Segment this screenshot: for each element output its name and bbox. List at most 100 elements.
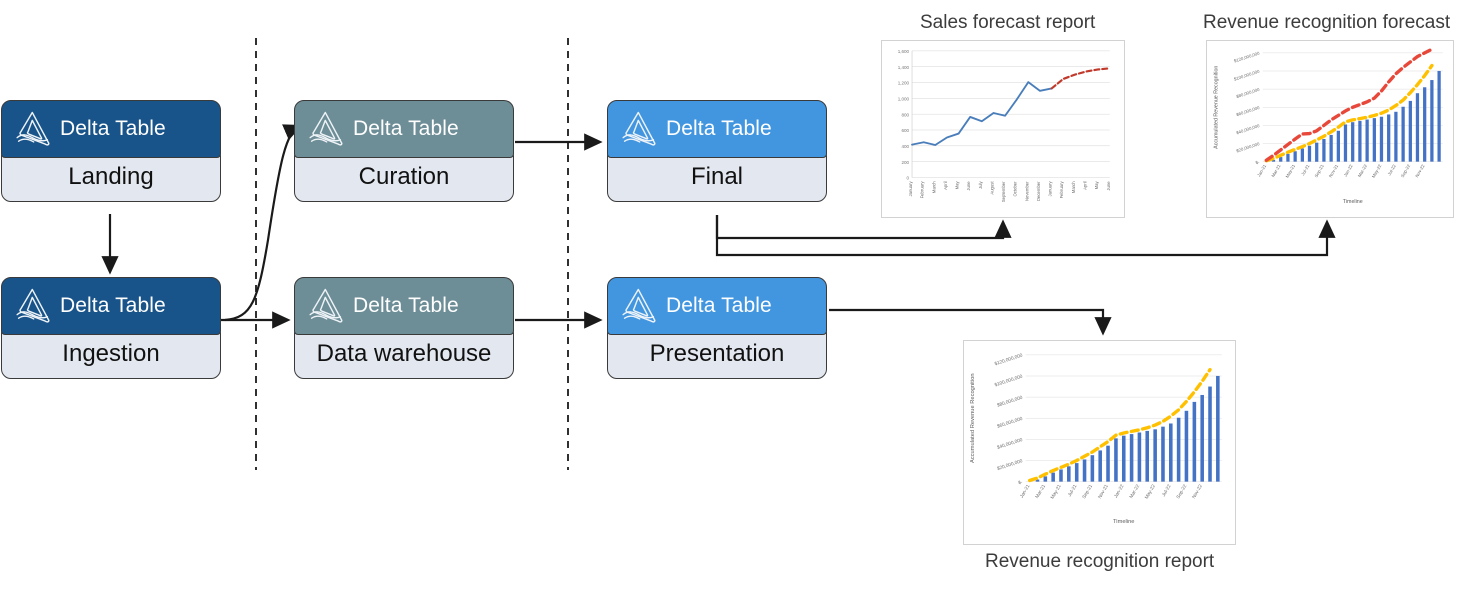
node-ingestion-body: Ingestion [1,329,221,379]
svg-text:Jul-21: Jul-21 [1300,163,1311,176]
node-final-title: Delta Table [666,117,772,140]
node-final-label: Final [690,163,744,190]
node-final[interactable]: Delta Table Final [607,100,827,202]
node-curation[interactable]: Delta Table Curation [294,100,514,202]
svg-text:Nov-22: Nov-22 [1191,483,1204,500]
svg-text:$120,000,000: $120,000,000 [1233,50,1260,63]
svg-text:Jan-22: Jan-22 [1343,163,1354,178]
svg-text:1,600: 1,600 [898,49,910,54]
node-curation-label: Curation [358,163,450,190]
revenue-forecast-plot: $-$20,000,000$40,000,000$60,000,000$80,0… [1213,47,1443,205]
svg-text:December: December [1036,181,1041,201]
node-landing-title: Delta Table [60,117,166,140]
node-landing[interactable]: Delta Table Landing [1,100,221,202]
svg-text:Nov-22: Nov-22 [1414,163,1426,178]
node-presentation-label: Presentation [649,340,785,367]
sales-forecast-title: Sales forecast report [920,12,1096,33]
revenue-report-plot: $-$20,000,000$40,000,000$60,000,000$80,0… [970,352,1222,525]
svg-text:200: 200 [902,160,910,165]
sales-forecast-plot: 02004006008001,0001,2001,4001,600January… [898,49,1111,202]
svg-text:$20,000,000: $20,000,000 [1236,141,1261,153]
svg-text:January: January [1048,181,1053,197]
svg-text:June: June [1106,181,1111,191]
node-landing-label: Landing [68,163,154,190]
node-curation-title: Delta Table [353,117,459,140]
svg-text:Sep-21: Sep-21 [1313,163,1325,178]
svg-text:Jul-21: Jul-21 [1067,483,1079,498]
node-ingestion-header: Delta Table [1,277,221,335]
node-data-warehouse-title: Delta Table [353,294,459,317]
svg-text:1,000: 1,000 [898,97,910,102]
arrow-ingestion-curation [224,124,303,322]
svg-text:600: 600 [902,128,910,133]
node-presentation[interactable]: Delta Table Presentation [607,277,827,379]
node-data-warehouse-header: Delta Table [294,277,514,335]
node-curation-header: Delta Table [294,100,514,158]
svg-text:$100,000,000: $100,000,000 [994,374,1024,389]
svg-text:August: August [990,181,995,195]
svg-text:March: March [1071,181,1076,193]
svg-text:$80,000,000: $80,000,000 [1236,87,1261,99]
node-data-warehouse[interactable]: Delta Table Data warehouse [294,277,514,379]
svg-text:400: 400 [902,144,910,149]
delta-lake-logo-icon [16,288,50,323]
svg-text:Timeline: Timeline [1113,519,1134,525]
revenue-report-title: Revenue recognition report [985,551,1215,572]
svg-text:May: May [1094,181,1099,190]
svg-text:1,200: 1,200 [898,81,910,86]
svg-text:March: March [931,181,936,193]
chart-revenue-recognition-report[interactable]: $-$20,000,000$40,000,000$60,000,000$80,0… [963,340,1236,545]
svg-text:$60,000,000: $60,000,000 [996,416,1023,430]
arrow-presentation-revenue-report [829,308,1112,336]
svg-text:November: November [1024,181,1029,201]
svg-text:Jul-22: Jul-22 [1161,483,1173,498]
svg-text:1,400: 1,400 [898,65,910,70]
svg-text:$20,000,000: $20,000,000 [996,458,1023,472]
chart-revenue-recognition-forecast[interactable]: $-$20,000,000$40,000,000$60,000,000$80,0… [1206,40,1454,218]
delta-lake-logo-icon [622,111,656,146]
arrow-final-revenue-forecast [715,215,1336,257]
node-curation-body: Curation [294,152,514,202]
svg-text:October: October [1013,181,1018,197]
revenue-forecast-title: Revenue recognition forecast [1203,12,1451,33]
svg-text:Mar-21: Mar-21 [1270,163,1282,178]
arrow-final-sales-forecast [715,215,1012,240]
svg-text:Jan-21: Jan-21 [1256,163,1267,178]
node-presentation-body: Presentation [607,329,827,379]
svg-text:May-21: May-21 [1284,163,1296,179]
svg-text:800: 800 [902,112,910,117]
delta-lake-logo-icon [309,111,343,146]
svg-text:Sep-22: Sep-22 [1400,163,1412,178]
node-final-header: Delta Table [607,100,827,158]
node-final-body: Final [607,152,827,202]
node-data-warehouse-body: Data warehouse [294,329,514,379]
svg-text:Mar-22: Mar-22 [1357,163,1369,178]
svg-text:Mar-21: Mar-21 [1034,483,1047,499]
node-ingestion-title: Delta Table [60,294,166,317]
svg-text:July: July [978,181,983,189]
svg-text:June: June [966,181,971,191]
node-presentation-header: Delta Table [607,277,827,335]
node-landing-header: Delta Table [1,100,221,158]
svg-text:$-: $- [1255,159,1261,165]
svg-text:Sep-21: Sep-21 [1081,483,1094,500]
delta-lake-logo-icon [622,288,656,323]
node-ingestion[interactable]: Delta Table Ingestion [1,277,221,379]
svg-text:$-: $- [1017,479,1023,486]
svg-text:May-21: May-21 [1050,483,1063,500]
svg-text:Accumulated Revenue Recognitio: Accumulated Revenue Recognition [970,373,976,463]
svg-text:$120,000,000: $120,000,000 [994,352,1024,367]
svg-text:$40,000,000: $40,000,000 [1236,123,1261,135]
svg-text:$40,000,000: $40,000,000 [996,437,1023,451]
svg-text:$100,000,000: $100,000,000 [1233,68,1260,81]
node-ingestion-label: Ingestion [62,340,160,367]
svg-text:May-22: May-22 [1144,483,1157,500]
delta-lake-logo-icon [16,111,50,146]
node-presentation-title: Delta Table [666,294,772,317]
svg-text:Mar-22: Mar-22 [1128,483,1141,499]
delta-lake-logo-icon [309,288,343,323]
svg-text:Timeline: Timeline [1343,199,1363,205]
node-data-warehouse-label: Data warehouse [316,340,492,367]
